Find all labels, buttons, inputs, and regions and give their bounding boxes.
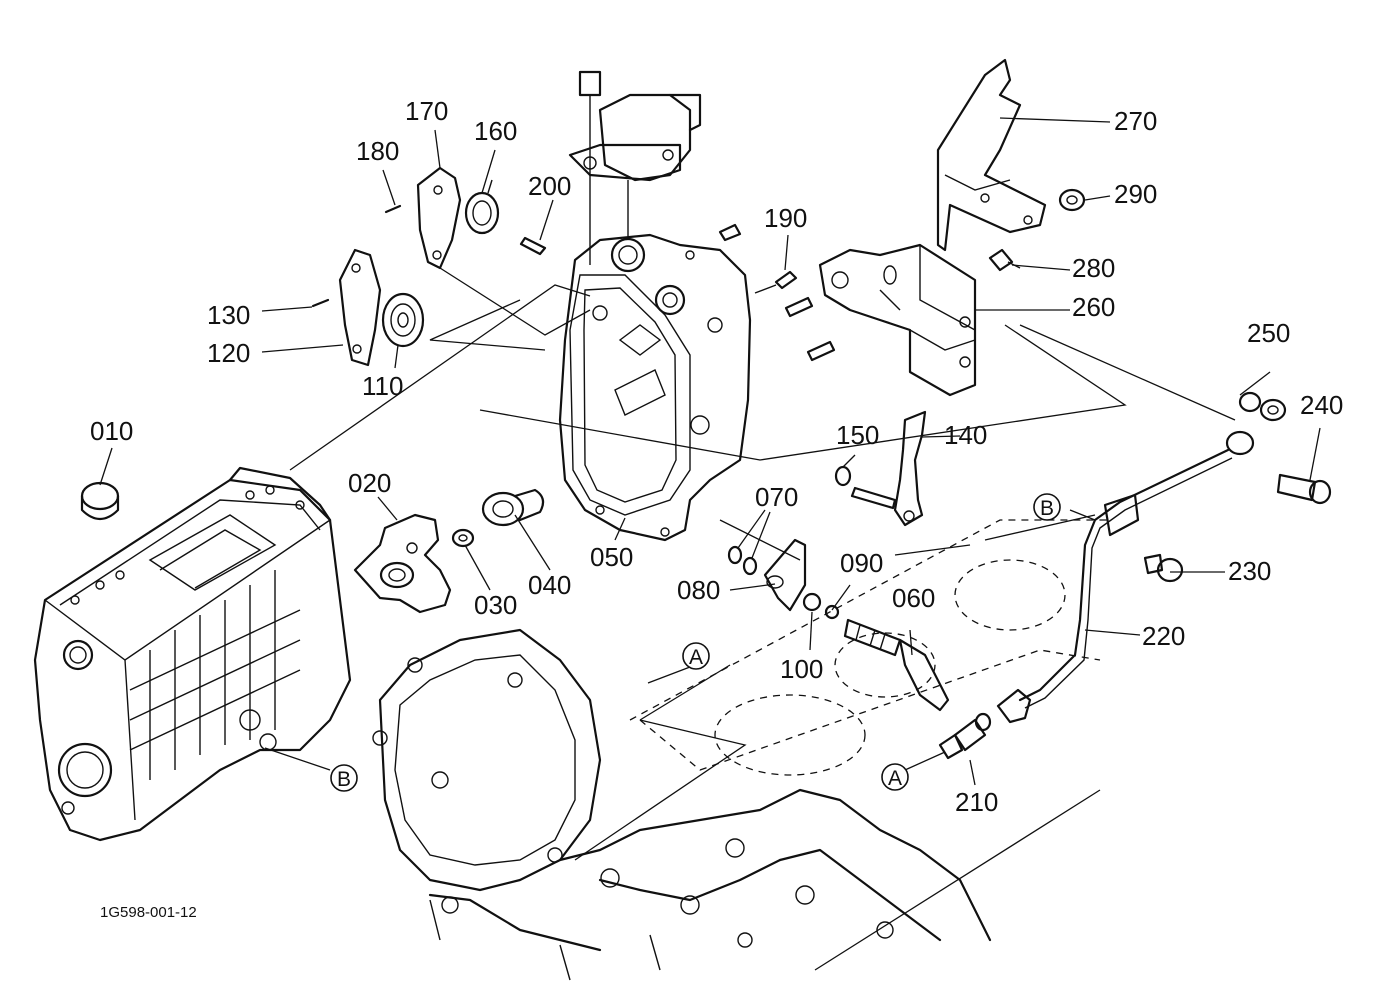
- ref-label: B: [1040, 497, 1054, 520]
- callout-170: 170: [405, 96, 448, 126]
- part-180-pin: [384, 204, 402, 214]
- part-200-pin: [519, 236, 547, 256]
- part-010-plug: [80, 481, 120, 521]
- connection-ref-a-upper: A: [682, 642, 710, 670]
- callout-120: 120: [207, 338, 250, 368]
- part-230-bolt: [1143, 553, 1184, 583]
- callout-290: 290: [1114, 179, 1157, 209]
- part-240-bolt: [1276, 473, 1332, 505]
- callout-090: 090: [840, 548, 883, 578]
- assembly-guide-lines: [289, 267, 1236, 971]
- throttle-sensor: [568, 70, 702, 265]
- callout-160: 160: [474, 116, 517, 146]
- part-250-washers: [1238, 391, 1287, 422]
- callout-070: 070: [755, 482, 798, 512]
- callout-220: 220: [1142, 621, 1185, 651]
- callout-130: 130: [207, 300, 250, 330]
- connection-ref-a-lower: A: [881, 763, 909, 791]
- transmission-case: [33, 466, 352, 842]
- part-030-nut: [451, 528, 475, 548]
- callout-200: 200: [528, 171, 571, 201]
- part-100-washer: [802, 592, 822, 612]
- part-090-clip: [824, 604, 840, 620]
- callout-100: 100: [780, 654, 823, 684]
- callout-010: 010: [90, 416, 133, 446]
- callout-230: 230: [1228, 556, 1271, 586]
- callout-leader-lines: [99, 117, 1321, 786]
- part-060-shaft: [843, 618, 950, 712]
- part-210-fitting: [938, 688, 1032, 760]
- part-050-governor-housing: [558, 233, 752, 542]
- part-070-orings: [727, 545, 758, 576]
- callout-020: 020: [348, 468, 391, 498]
- part-220-rod: [1018, 430, 1255, 709]
- drawing-code: 1G598-001-12: [100, 904, 197, 921]
- hidden-outline-dashes: [629, 519, 1110, 776]
- callout-110: 110: [362, 371, 403, 401]
- callout-060: 060: [892, 583, 935, 613]
- callout-040: 040: [528, 570, 571, 600]
- part-120-plate: [338, 248, 382, 367]
- engine-block-outline: [372, 628, 992, 981]
- callout-050: 050: [590, 542, 633, 572]
- callout-280: 280: [1072, 253, 1115, 283]
- part-130-pin: [311, 298, 330, 308]
- callout-180: 180: [356, 136, 399, 166]
- callout-250: 250: [1247, 318, 1290, 348]
- part-callouts: 010 020 030 040 050 060 070 080 090 100 …: [90, 96, 1343, 817]
- callout-260: 260: [1072, 292, 1115, 322]
- part-150-oring: [834, 465, 852, 487]
- part-110-spring: [381, 292, 425, 348]
- connection-ref-b-right: B: [1033, 493, 1061, 521]
- part-020-fork: [353, 513, 452, 614]
- part-080-plate: [763, 538, 807, 612]
- connection-ref-b-left: B: [330, 764, 358, 792]
- part-170-plate: [416, 166, 462, 270]
- part-160-spring: [464, 179, 500, 235]
- callout-270: 270: [1114, 106, 1157, 136]
- callout-140: 140: [944, 420, 987, 450]
- part-290-nut: [1058, 188, 1086, 212]
- part-040-bushing: [481, 488, 545, 527]
- callout-080: 080: [677, 575, 720, 605]
- callout-240: 240: [1300, 390, 1343, 420]
- part-190-bolt: [718, 223, 836, 362]
- callout-150: 150: [836, 420, 879, 450]
- part-260-bracket: [818, 243, 977, 397]
- ref-label: B: [337, 768, 351, 791]
- callout-030: 030: [474, 590, 517, 620]
- part-270-bracket: [936, 58, 1047, 252]
- callout-190: 190: [764, 203, 807, 233]
- ref-label: A: [888, 767, 902, 790]
- callout-210: 210: [955, 787, 998, 817]
- part-280-bolt: [988, 248, 1021, 272]
- ref-label: A: [689, 646, 703, 669]
- part-140-lever: [850, 410, 927, 527]
